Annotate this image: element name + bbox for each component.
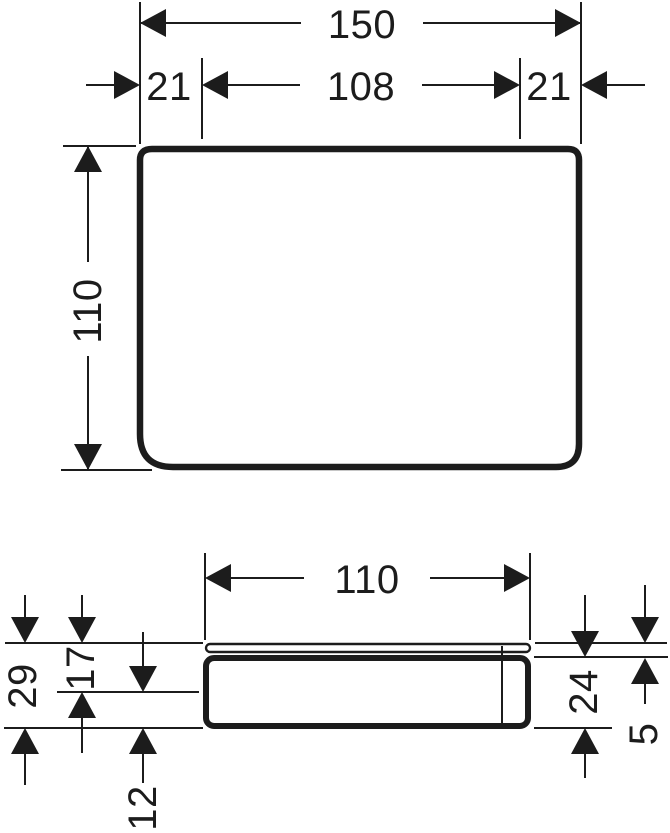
arrowhead-up-icon xyxy=(11,728,39,754)
arrowhead-down-icon xyxy=(631,617,659,643)
arrowhead-left-icon xyxy=(581,71,607,99)
arrowhead-up-icon xyxy=(571,728,599,754)
dimension-inner-row: 21 108 21 xyxy=(86,64,645,109)
arrowhead-down-icon xyxy=(68,617,96,643)
arrowhead-right-icon xyxy=(555,9,581,37)
top-view: 150 21 108 21 110 xyxy=(61,2,645,471)
label-mask xyxy=(301,2,423,44)
arrowhead-down-icon xyxy=(571,631,599,657)
dim-front-height-label: 24 xyxy=(562,669,606,715)
label-mask xyxy=(304,556,430,600)
dim-side-width-label: 110 xyxy=(334,558,399,602)
arrowhead-down-icon xyxy=(129,666,157,692)
dim-depth-label: 110 xyxy=(66,278,110,343)
arrowhead-down-icon xyxy=(11,617,39,643)
dim-left-inset-label: 21 xyxy=(146,65,192,109)
arrowhead-down-icon xyxy=(74,444,102,470)
dimension-depth: 110 xyxy=(65,146,110,470)
dim-right-inset-label: 21 xyxy=(526,65,572,109)
dim-overall-height-label: 29 xyxy=(1,663,45,709)
arrowhead-up-icon xyxy=(68,692,96,718)
dim-inner-width-label: 108 xyxy=(327,65,395,109)
label-mask xyxy=(65,262,109,356)
side-view: 110 29 17 xyxy=(1,553,668,831)
dimension-lower-height: 12 xyxy=(121,632,165,831)
dim-lower-height-label: 12 xyxy=(121,785,165,831)
shelf-outline-top-view xyxy=(136,145,583,471)
arrowhead-right-icon xyxy=(504,564,530,592)
shelf-plate-side-view xyxy=(204,642,532,654)
shelf-body-side-view xyxy=(203,655,531,729)
dim-plate-thickness-label: 5 xyxy=(622,723,666,746)
arrowhead-right-icon xyxy=(494,71,520,99)
dimension-plate-thickness: 5 xyxy=(622,585,666,745)
arrowhead-up-icon xyxy=(129,728,157,754)
dim-upper-height-label: 17 xyxy=(59,645,103,691)
dimension-overall-width: 150 xyxy=(140,2,581,47)
label-mask xyxy=(300,64,422,106)
arrowhead-up-icon xyxy=(631,658,659,684)
dimension-overall-height: 29 xyxy=(1,595,45,785)
arrowhead-left-icon xyxy=(202,71,228,99)
arrowhead-up-icon xyxy=(74,146,102,172)
dim-overall-width-label: 150 xyxy=(328,3,396,47)
arrowhead-left-icon xyxy=(140,9,166,37)
dimension-side-width: 110 xyxy=(204,553,531,640)
dimension-upper-height: 17 xyxy=(59,595,103,753)
dimension-front-height: 24 xyxy=(562,595,606,778)
arrowhead-left-icon xyxy=(205,564,231,592)
arrowhead-right-icon xyxy=(114,71,140,99)
